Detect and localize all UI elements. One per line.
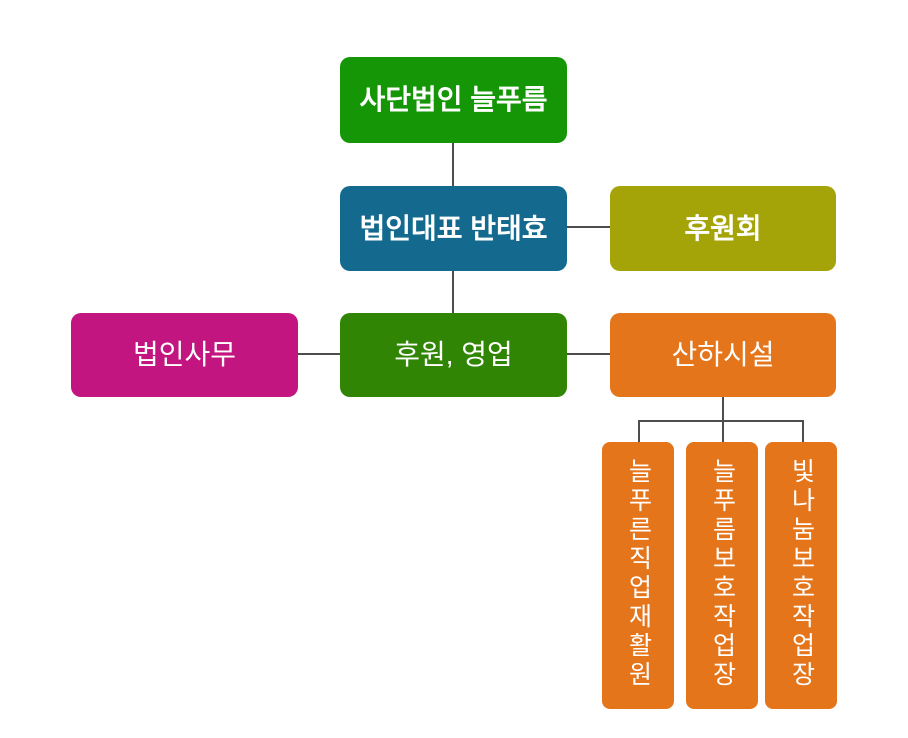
connector-sales-to-facilities (567, 353, 610, 355)
corporation-root-label: 사단법인 늘푸름 (359, 84, 548, 115)
node-facility-vocational-rehab-center: 늘푸른직업재활원 (602, 442, 674, 709)
node-corporate-office: 법인사무 (71, 313, 298, 397)
node-facility-neulpureum-sheltered-workshop: 늘푸름보호작업장 (686, 442, 758, 709)
node-ceo: 법인대표 반태효 (340, 186, 567, 271)
node-affiliated-facilities: 산하시설 (610, 313, 836, 397)
supporters-label: 후원회 (684, 212, 762, 244)
node-facility-bitnanum-sheltered-workshop: 빛나눔보호작업장 (765, 442, 837, 709)
connector-stub-facility-1 (638, 420, 640, 442)
node-corporation-root: 사단법인 늘푸름 (340, 57, 567, 143)
connector-stub-facility-2 (722, 420, 724, 442)
connector-facilities-down (722, 397, 724, 422)
node-supporters-association: 후원회 (610, 186, 836, 271)
connector-facilities-children-bar (638, 420, 804, 422)
facility-2-label: 늘푸름보호작업장 (708, 458, 737, 690)
connector-ceo-to-sales (452, 271, 454, 313)
facility-1-label: 늘푸른직업재활원 (624, 458, 653, 690)
connector-office-to-sales (298, 353, 340, 355)
corporate-office-label: 법인사무 (132, 339, 237, 370)
connector-root-to-ceo (452, 143, 454, 186)
sponsorship-sales-label: 후원, 영업 (394, 339, 513, 370)
node-sponsorship-sales: 후원, 영업 (340, 313, 567, 397)
connector-ceo-to-supporters (567, 226, 610, 228)
ceo-label: 법인대표 반태효 (359, 212, 548, 244)
affiliated-facilities-label: 산하시설 (671, 339, 775, 370)
facility-3-label: 빛나눔보호작업장 (787, 458, 816, 690)
connector-stub-facility-3 (802, 420, 804, 442)
